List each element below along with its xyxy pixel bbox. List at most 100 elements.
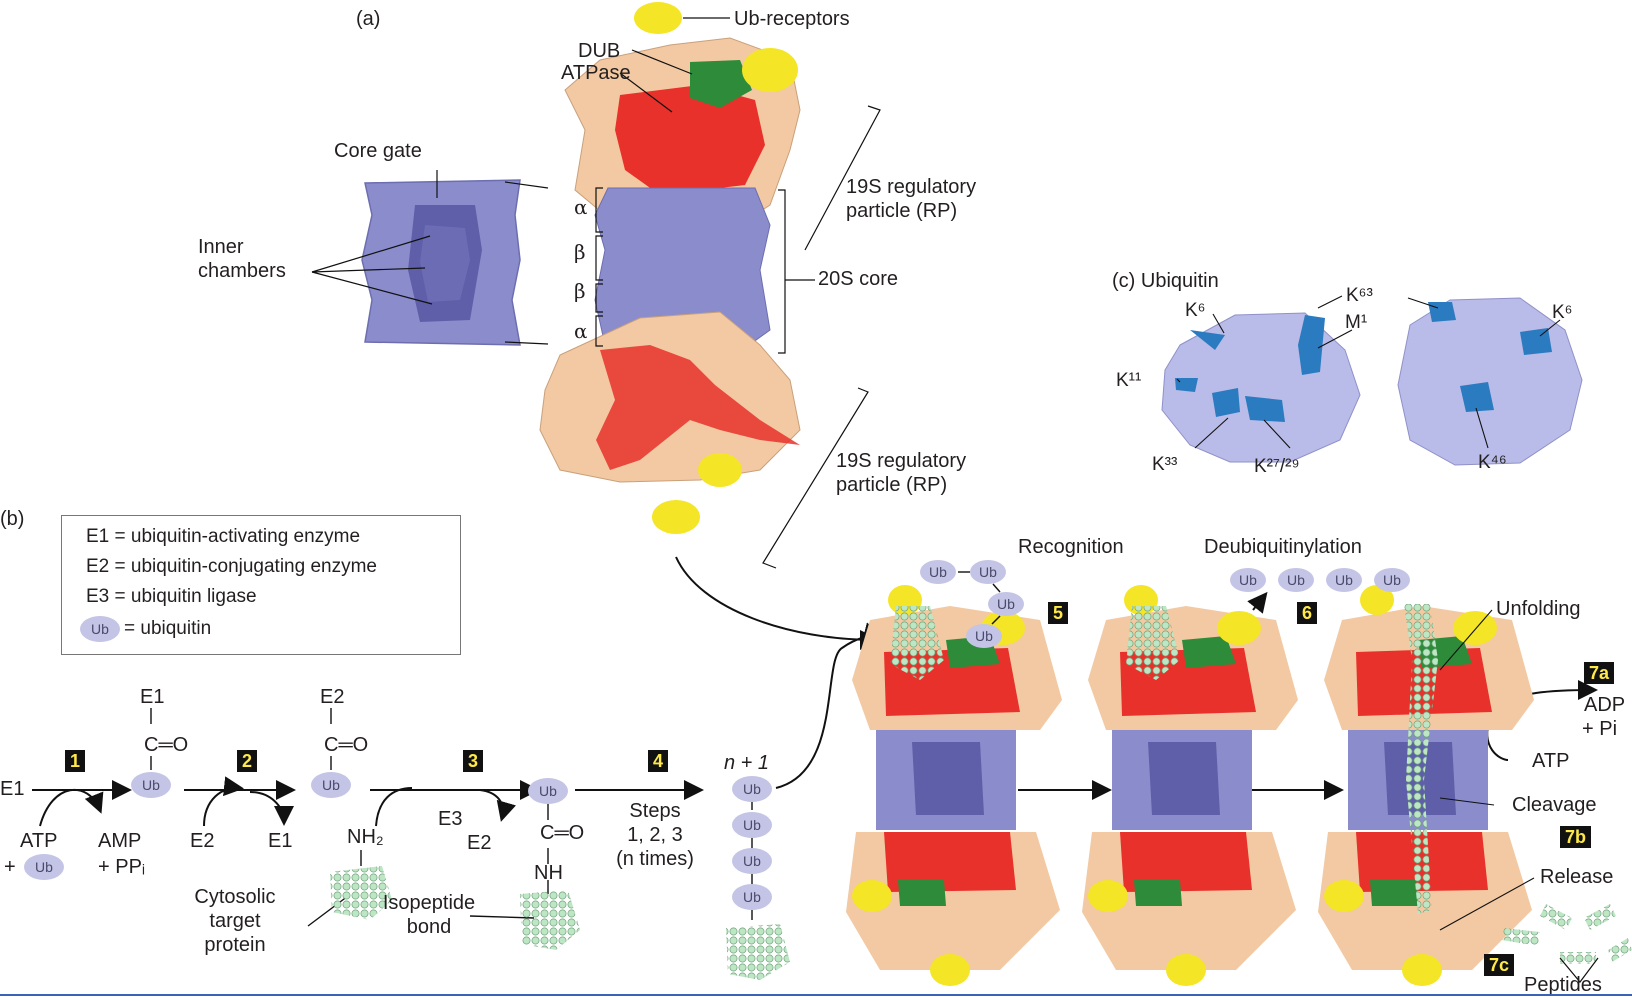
bottom-border [0, 994, 1632, 996]
steps-repeat-line3: (n times) [616, 848, 694, 870]
ub-bound-4-icon: Ub [966, 624, 1002, 648]
ubiquitin-surface-left [1161, 312, 1361, 463]
inner-chambers-label-line2: chambers [198, 260, 286, 282]
proteasome-state-deubiquitinylation [1082, 585, 1298, 986]
rp-bottom-label-line2: particle (RP) [836, 474, 948, 496]
step-badge-1: 1 [65, 750, 86, 772]
proteasome-26s [539, 2, 801, 534]
pi-label: + Pi [1582, 718, 1618, 740]
ring-beta-1: β [574, 240, 586, 264]
panel-a-label: (a) [356, 8, 381, 30]
site-left-k63: K⁶³ [1346, 285, 1373, 306]
step-badge-7c: 7c [1484, 954, 1515, 976]
inner-chambers-label-line1: Inner [198, 236, 244, 258]
ub-free-4-icon: Ub [1374, 568, 1410, 592]
step-badge-7b: 7b [1560, 826, 1592, 848]
recognition-label: Recognition [1018, 536, 1124, 558]
proteasome-state-recognition [846, 585, 1062, 986]
atp-hydrolysis-label: ATP [1532, 750, 1570, 772]
ring-alpha-bottom: α [574, 319, 588, 343]
adp-label: ADP [1584, 694, 1626, 716]
e1-out-label: E1 [268, 830, 293, 852]
site-left-k6: K⁶ [1185, 300, 1206, 321]
target-label-line2: target [209, 910, 261, 932]
legend-ub-icon: Ub [80, 616, 120, 642]
cutaway-guides [311, 170, 549, 345]
ub-chain-1-icon: Ub [732, 776, 772, 802]
step-badge-2: 2 [237, 750, 258, 772]
release-label: Release [1540, 866, 1614, 888]
ub-chain-4-icon: Ub [732, 884, 772, 910]
unfolding-label: Unfolding [1496, 598, 1581, 620]
rp-bottom-label-line1: 19S regulatory [836, 450, 967, 472]
amp-label: AMP [98, 830, 142, 852]
core-20s-label: 20S core [818, 268, 899, 290]
rp-top-label-line1: 19S regulatory [846, 176, 977, 198]
core-cutaway [361, 179, 521, 346]
e2-thioester-label: E2 [320, 686, 345, 708]
ub-bound-2-icon: Ub [970, 560, 1006, 584]
panel-b-label: (b) [0, 508, 25, 530]
e1-thioester-label: E1 [140, 686, 165, 708]
legend-e1: E1 = ubiquitin-activating enzyme [86, 526, 361, 547]
site-left-m1: M¹ [1345, 312, 1368, 333]
nh2-label: NH₂ [347, 826, 384, 848]
legend-ub: = ubiquitin [124, 618, 212, 639]
isopeptide-co-label: C═O [540, 822, 585, 844]
e3-label: E3 [438, 808, 463, 830]
legend-e2: E2 = ubiquitin-conjugating enzyme [86, 556, 377, 577]
e1-co-label: C═O [144, 734, 189, 756]
cleavage-label: Cleavage [1512, 794, 1597, 816]
ub-atp-icon: Ub [24, 854, 64, 880]
plus-label: + [4, 856, 16, 878]
ub-bound-1-icon: Ub [920, 560, 956, 584]
step-badge-4: 4 [648, 750, 669, 772]
target-label-line1: Cytosolic [194, 886, 276, 908]
site-right-k6: K⁶ [1552, 302, 1573, 323]
rp-top-label-line2: particle (RP) [846, 200, 958, 222]
ring-beta-2: β [574, 279, 586, 303]
ub-on-e1-icon: Ub [131, 772, 171, 798]
atpase-label: ATPase [561, 62, 631, 84]
atp-label: ATP [20, 830, 58, 852]
n-plus-1-label: n + 1 [724, 752, 770, 774]
isopeptide-label-line2: bond [406, 916, 452, 938]
dub-label: DUB [578, 40, 621, 62]
ub-ligated-icon: Ub [528, 778, 568, 804]
steps-repeat-line2: 1, 2, 3 [627, 824, 683, 846]
step-badge-6: 6 [1297, 602, 1318, 624]
site-left-k33: K³³ [1152, 454, 1178, 475]
ub-free-3-icon: Ub [1326, 568, 1362, 592]
e2-co-label: C═O [324, 734, 369, 756]
panel-c-label: (c) Ubiquitin [1112, 270, 1219, 292]
ub-receptors-label: Ub-receptors [734, 8, 850, 30]
step-badge-7a: 7a [1584, 662, 1615, 684]
legend-e3: E3 = ubiquitin ligase [86, 586, 257, 607]
ub-on-e2-icon: Ub [311, 772, 351, 798]
proteasome-state-unfolding [1318, 585, 1535, 986]
isopeptide-label-line1: Isopeptide [382, 892, 476, 914]
site-right-k46: K⁴⁶ [1478, 452, 1507, 473]
pathway-arrows [32, 556, 1598, 943]
ring-alpha-top: α [574, 195, 588, 219]
target-label-line3: protein [204, 934, 266, 956]
ub-chain-2-icon: Ub [732, 812, 772, 838]
ppi-label: + PPᵢ [98, 856, 146, 878]
ub-chain-3-icon: Ub [732, 848, 772, 874]
deubiquitinylation-label: Deubiquitinylation [1204, 536, 1362, 558]
e2-in-label: E2 [190, 830, 215, 852]
e1-start-label: E1 [0, 778, 25, 800]
step-badge-5: 5 [1048, 602, 1069, 624]
core-gate-label: Core gate [334, 140, 422, 162]
unfolding-leaders [1439, 609, 1535, 931]
peptide-fragments [1502, 904, 1632, 983]
nh-label: NH [534, 862, 563, 884]
e2-out-label: E2 [467, 832, 492, 854]
target-protein-beads [330, 866, 790, 980]
ub-free-2-icon: Ub [1278, 568, 1314, 592]
site-left-k27-29: K²⁷/²⁹ [1254, 456, 1300, 477]
legend-box: E1 = ubiquitin-activating enzyme E2 = ub… [61, 515, 461, 655]
ub-free-1-icon: Ub [1230, 568, 1266, 592]
